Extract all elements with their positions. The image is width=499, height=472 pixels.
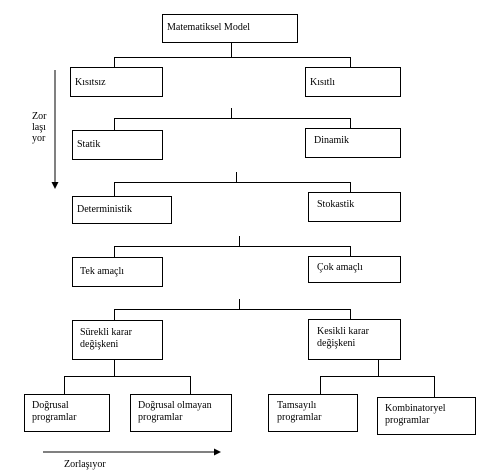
connector xyxy=(64,376,191,377)
connector xyxy=(114,118,115,130)
node-matematiksel-model: Matematiksel Model xyxy=(162,14,298,43)
node-tamsayili: Tamsayılı programlar xyxy=(268,394,358,432)
node-kisitli: Kısıtlı xyxy=(305,67,401,97)
connector xyxy=(114,57,351,58)
node-kombinatoryel: Kombinatoryel programlar xyxy=(377,397,476,435)
connector xyxy=(434,376,435,397)
node-stokastik: Stokastik xyxy=(308,192,401,222)
connector xyxy=(114,309,351,310)
connector xyxy=(231,108,232,118)
connector xyxy=(236,172,237,182)
node-dogrusal: Doğrusal programlar xyxy=(24,394,110,432)
connector xyxy=(114,246,115,257)
connector xyxy=(114,118,351,119)
node-tek-amacli: Tek amaçlı xyxy=(72,257,163,287)
node-cok-amacli: Çok amaçlı xyxy=(308,256,401,283)
node-kisitsiz: Kısıtsız xyxy=(70,67,163,97)
connector xyxy=(239,236,240,246)
connector xyxy=(114,57,115,67)
connector xyxy=(114,309,115,320)
connector xyxy=(350,118,351,128)
connector xyxy=(239,299,240,309)
connector xyxy=(350,182,351,192)
vertical-difficulty-label: Zor laşı yor xyxy=(32,111,47,144)
node-dogrusal-olmayan: Doğrusal olmayan programlar xyxy=(130,394,232,432)
connector xyxy=(64,376,65,394)
connector xyxy=(320,376,321,394)
connector xyxy=(350,57,351,67)
connector xyxy=(350,309,351,319)
node-deterministik: Deterministik xyxy=(72,196,172,224)
connector xyxy=(114,182,115,196)
connector xyxy=(114,246,351,247)
connector xyxy=(231,42,232,57)
connector xyxy=(114,360,115,376)
node-statik: Statik xyxy=(72,130,163,160)
connector xyxy=(190,376,191,394)
connector xyxy=(378,360,379,376)
node-kesikli-karar: Kesikli karar değişkeni xyxy=(308,319,401,360)
connector xyxy=(320,376,435,377)
connector xyxy=(350,246,351,256)
connector xyxy=(114,182,351,183)
horizontal-difficulty-label: Zorlaşıyor xyxy=(64,459,106,470)
node-dinamik: Dinamik xyxy=(305,128,401,158)
node-surekli-karar: Sürekli karar değişkeni xyxy=(72,320,163,360)
